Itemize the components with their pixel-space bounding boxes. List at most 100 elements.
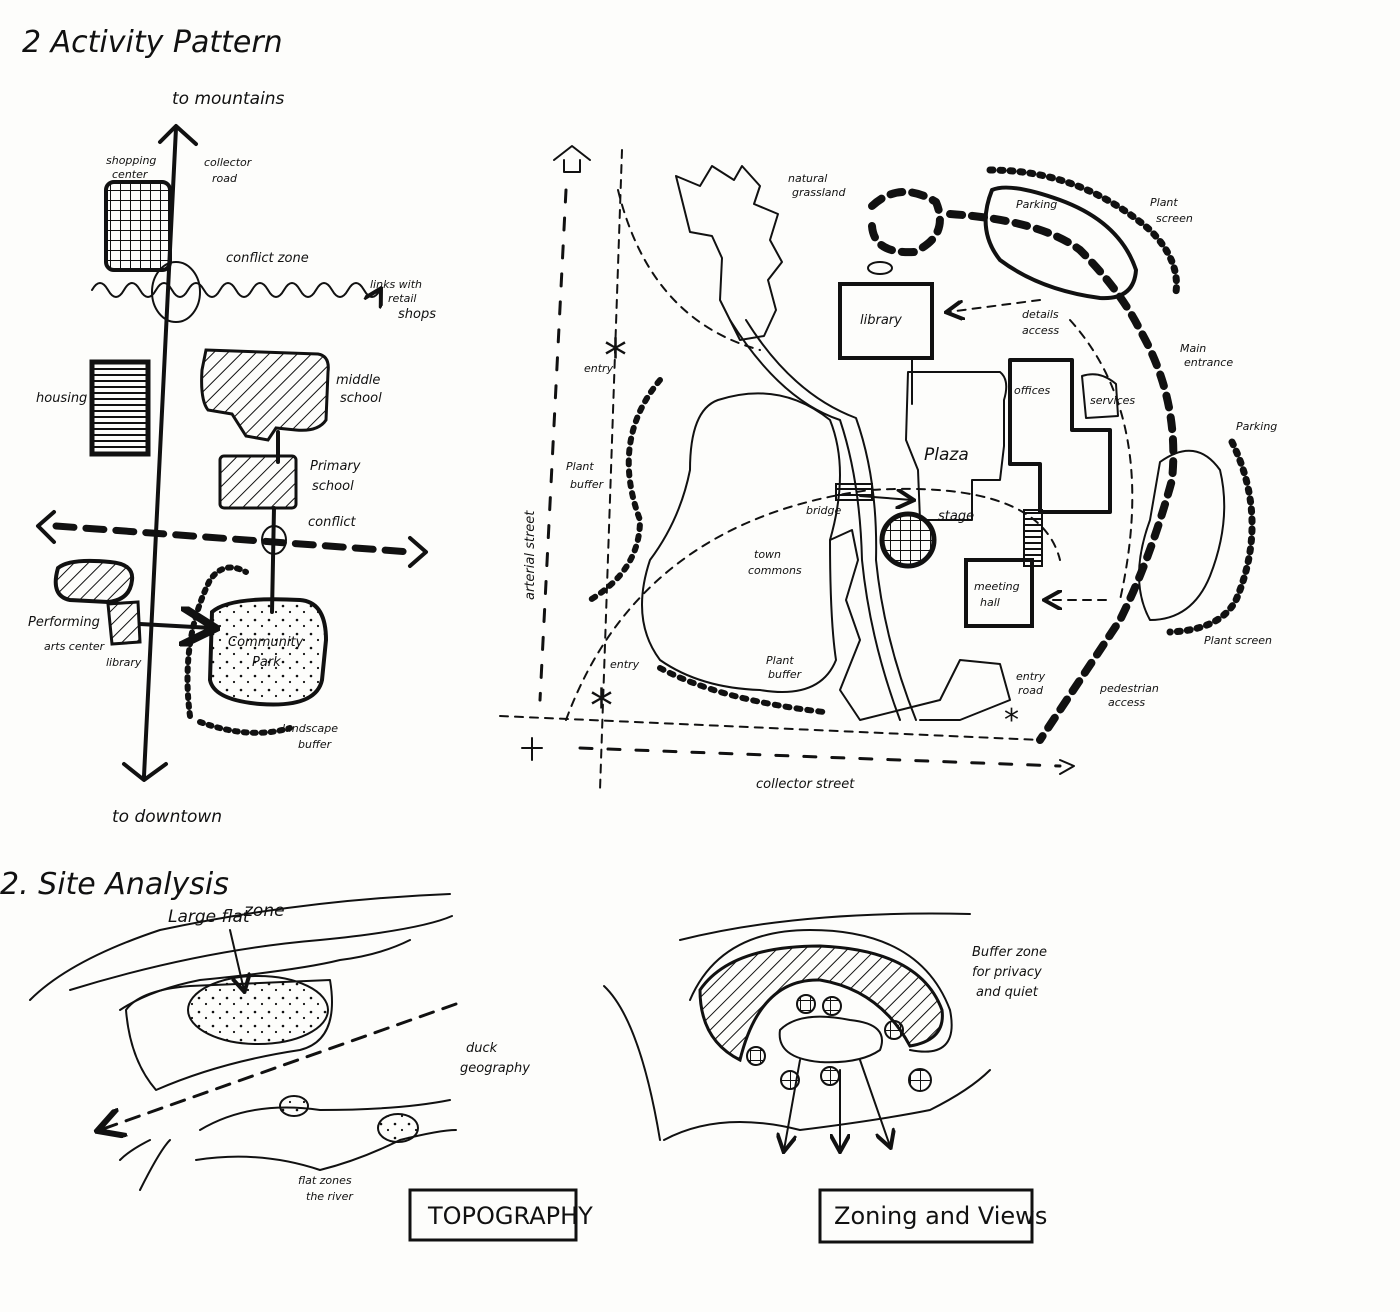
outer-path-arc xyxy=(617,189,761,351)
plant-buffer-left xyxy=(587,377,663,603)
asterisk-entry-right: * xyxy=(1004,703,1019,738)
label-buffer-2: for privacy xyxy=(972,965,1042,980)
community-park-block xyxy=(207,597,329,707)
zone-river xyxy=(663,1069,991,1141)
natural-grassland xyxy=(675,165,783,341)
shopping-center-block xyxy=(104,180,172,272)
label-conflict: conflict xyxy=(308,515,356,530)
plant-buffer-commons xyxy=(657,665,827,715)
asterisk-entry-top: * xyxy=(604,329,627,383)
label-grassland-1: natural xyxy=(788,172,827,185)
view-node-2 xyxy=(822,996,842,1016)
view-node-4 xyxy=(746,1046,766,1066)
label-performing-1: Performing xyxy=(28,615,100,630)
label-entry-road-2: road xyxy=(1018,684,1044,697)
heading-activity-pattern: 2 Activity Pattern xyxy=(22,25,283,60)
label-bridge: bridge xyxy=(806,504,842,517)
town-commons xyxy=(641,392,841,693)
label-retail-1: links with xyxy=(370,278,422,291)
label-grassland-2: grassland xyxy=(792,186,846,199)
topography-title-box xyxy=(408,1188,578,1242)
label-main-entrance-1: Main xyxy=(1180,342,1206,355)
landscape-buffer-arc xyxy=(184,564,249,719)
zone-core xyxy=(778,1015,883,1064)
label-parking-right: Parking xyxy=(1236,420,1277,433)
label-to-mountains: to mountains xyxy=(172,89,285,109)
buffer-zone xyxy=(698,944,944,1063)
label-duck-2: geography xyxy=(460,1061,530,1076)
wavy-link-retail xyxy=(91,282,380,297)
label-middle-school-2: school xyxy=(340,391,382,406)
services-block xyxy=(1081,373,1119,419)
north-arrow xyxy=(553,145,591,173)
label-entry-star: entry xyxy=(584,362,614,375)
topo-flat-leader xyxy=(229,929,244,990)
library-small-block xyxy=(106,600,142,646)
label-meeting-1: meeting xyxy=(974,580,1020,593)
label-meeting-2: hall xyxy=(980,596,1000,609)
label-entry-road-1: entry xyxy=(1016,670,1046,683)
view-node-5 xyxy=(780,1070,800,1090)
conflict-zone-circle xyxy=(151,261,201,323)
label-plant-screen-bottom: Plant screen xyxy=(1204,634,1272,647)
landscape-buffer-arc-2 xyxy=(197,719,293,736)
meeting-hall-block xyxy=(964,558,1034,628)
tree-cluster xyxy=(829,529,1011,721)
label-plant-screen-top-1: Plant xyxy=(1150,196,1178,209)
label-large-flat-1: Large flat xyxy=(168,907,251,927)
view-node-6 xyxy=(820,1066,840,1086)
plaza-to-stage-arrow xyxy=(859,496,912,500)
exit-arrow-right xyxy=(1059,759,1075,775)
label-flat-zones-1: flat zones xyxy=(298,1174,352,1187)
topography-sketch: Large flat zone duck geography flat zone… xyxy=(29,893,593,1242)
asterisk-entry-bottom: * xyxy=(590,679,613,733)
label-landscape-1: landscape xyxy=(282,722,338,735)
label-parking-top: Parking xyxy=(1016,198,1057,211)
topo-river-3 xyxy=(119,1139,171,1191)
label-plant-buffer-commons-1: Plant xyxy=(766,654,794,667)
label-landscape-2: buffer xyxy=(298,738,333,751)
label-pedestrian-2: access xyxy=(1108,696,1145,709)
link-school-to-park xyxy=(270,506,276,614)
dashed-cross-road xyxy=(52,522,414,556)
middle-school-block xyxy=(200,348,330,442)
view-arrow-1 xyxy=(784,1059,801,1150)
topo-flat-zone-small-1 xyxy=(279,1095,309,1117)
label-plant-buffer-commons-2: buffer xyxy=(768,668,803,681)
zoning-views-sketch: Buffer zone for privacy and quiet Zoning… xyxy=(603,912,1047,1244)
label-conflict-zone: conflict zone xyxy=(226,251,309,266)
activity-diagram: to mountains to downtown shopping center… xyxy=(28,89,436,827)
label-shopping-1: shopping xyxy=(106,154,156,167)
label-collector-street: collector street xyxy=(756,777,855,792)
label-park-1: Community xyxy=(228,635,304,650)
housing-block xyxy=(89,359,151,457)
meeting-connector xyxy=(1023,509,1043,567)
library-block xyxy=(838,282,934,360)
label-plant-buffer-2: buffer xyxy=(570,478,605,491)
topo-river-2 xyxy=(195,1129,457,1171)
zoning-title-box xyxy=(818,1188,1034,1244)
label-buffer-3: and quiet xyxy=(976,985,1039,1000)
collector-street-line-2 xyxy=(499,715,1041,741)
access-loop-heavy xyxy=(868,187,1178,744)
parking-top xyxy=(983,185,1138,301)
offices-block xyxy=(1008,358,1112,514)
site-plan: arterial street collector street Plant b… xyxy=(499,145,1277,792)
label-plant-screen-top-2: screen xyxy=(1156,212,1193,225)
topo-flat-outline xyxy=(125,979,333,1091)
label-performing-2: arts center xyxy=(44,640,106,653)
label-park-2: Park xyxy=(252,655,281,670)
label-shopping-2: center xyxy=(112,168,149,181)
right-path-arc xyxy=(1069,319,1134,601)
label-arterial-street: arterial street xyxy=(523,510,538,600)
label-details-1: details xyxy=(1022,308,1059,321)
view-node-7 xyxy=(908,1068,932,1092)
zone-contour-2 xyxy=(603,929,953,1141)
arterial-street-line-2 xyxy=(599,149,623,791)
label-library-small: library xyxy=(106,656,142,669)
label-retail-2: retail xyxy=(388,292,416,305)
label-middle-school-1: middle xyxy=(336,373,380,388)
label-buffer-1: Buffer zone xyxy=(972,945,1047,960)
details-access-arrow xyxy=(948,299,1041,312)
